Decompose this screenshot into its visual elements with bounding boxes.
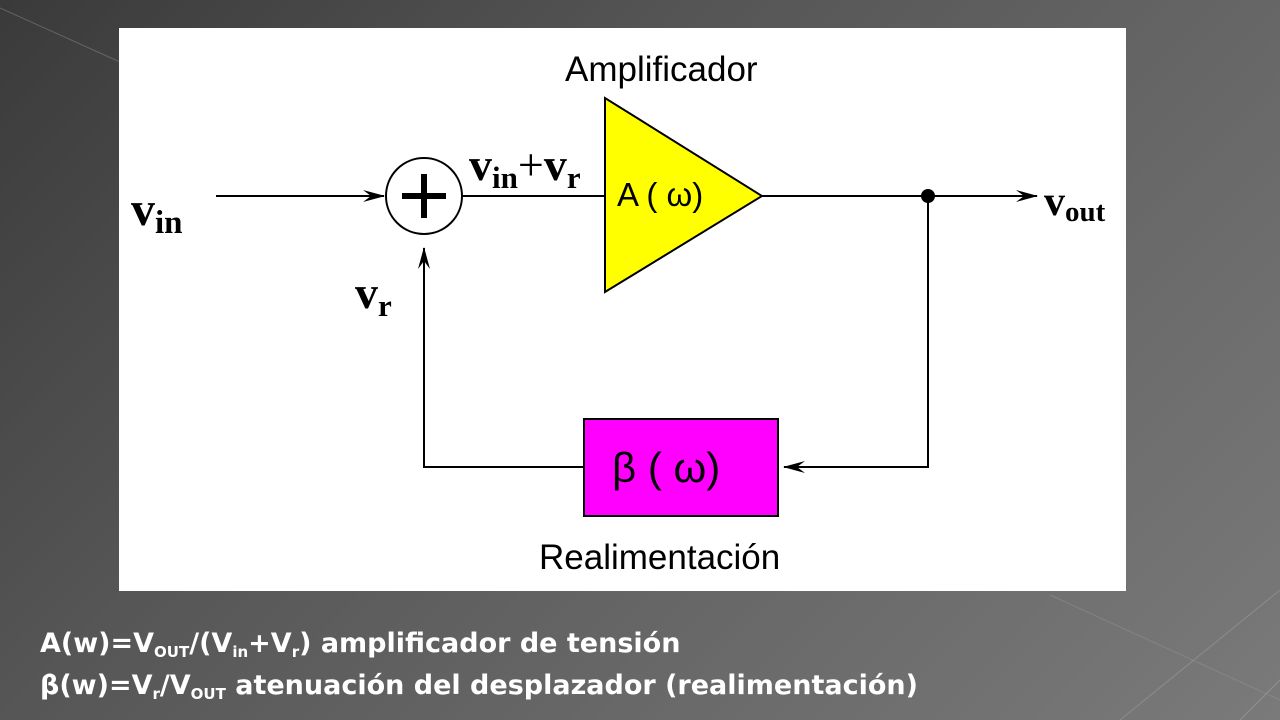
amplifier-gain-label: A ( ω) [617, 176, 704, 213]
block-diagram [216, 96, 1038, 517]
feedback-wire-left [418, 247, 584, 468]
feedback-signal-label: vr [355, 267, 392, 323]
feedback-wire-right [783, 196, 929, 473]
amplifier-block [604, 96, 764, 294]
amplifier-title: Amplificador [565, 50, 758, 89]
output-signal-label: vout [1044, 179, 1106, 228]
caption-amplifier-gain: A(w)=VOUT/(Vin+Vr) amplificador de tensi… [40, 628, 681, 661]
feedback-gain-label: β ( ω) [612, 444, 721, 491]
feedback-title: Realimentación [539, 538, 781, 577]
caption-feedback-factor: β(w)=Vr/VOUT atenuación del desplazador … [40, 670, 918, 703]
input-signal-label: vin [131, 183, 183, 241]
diagram-panel: Amplificador A ( ω) Realimentación β ( ω… [119, 28, 1126, 591]
sum-signal-label: vin+vr [469, 139, 581, 195]
feedback-block [583, 418, 779, 517]
